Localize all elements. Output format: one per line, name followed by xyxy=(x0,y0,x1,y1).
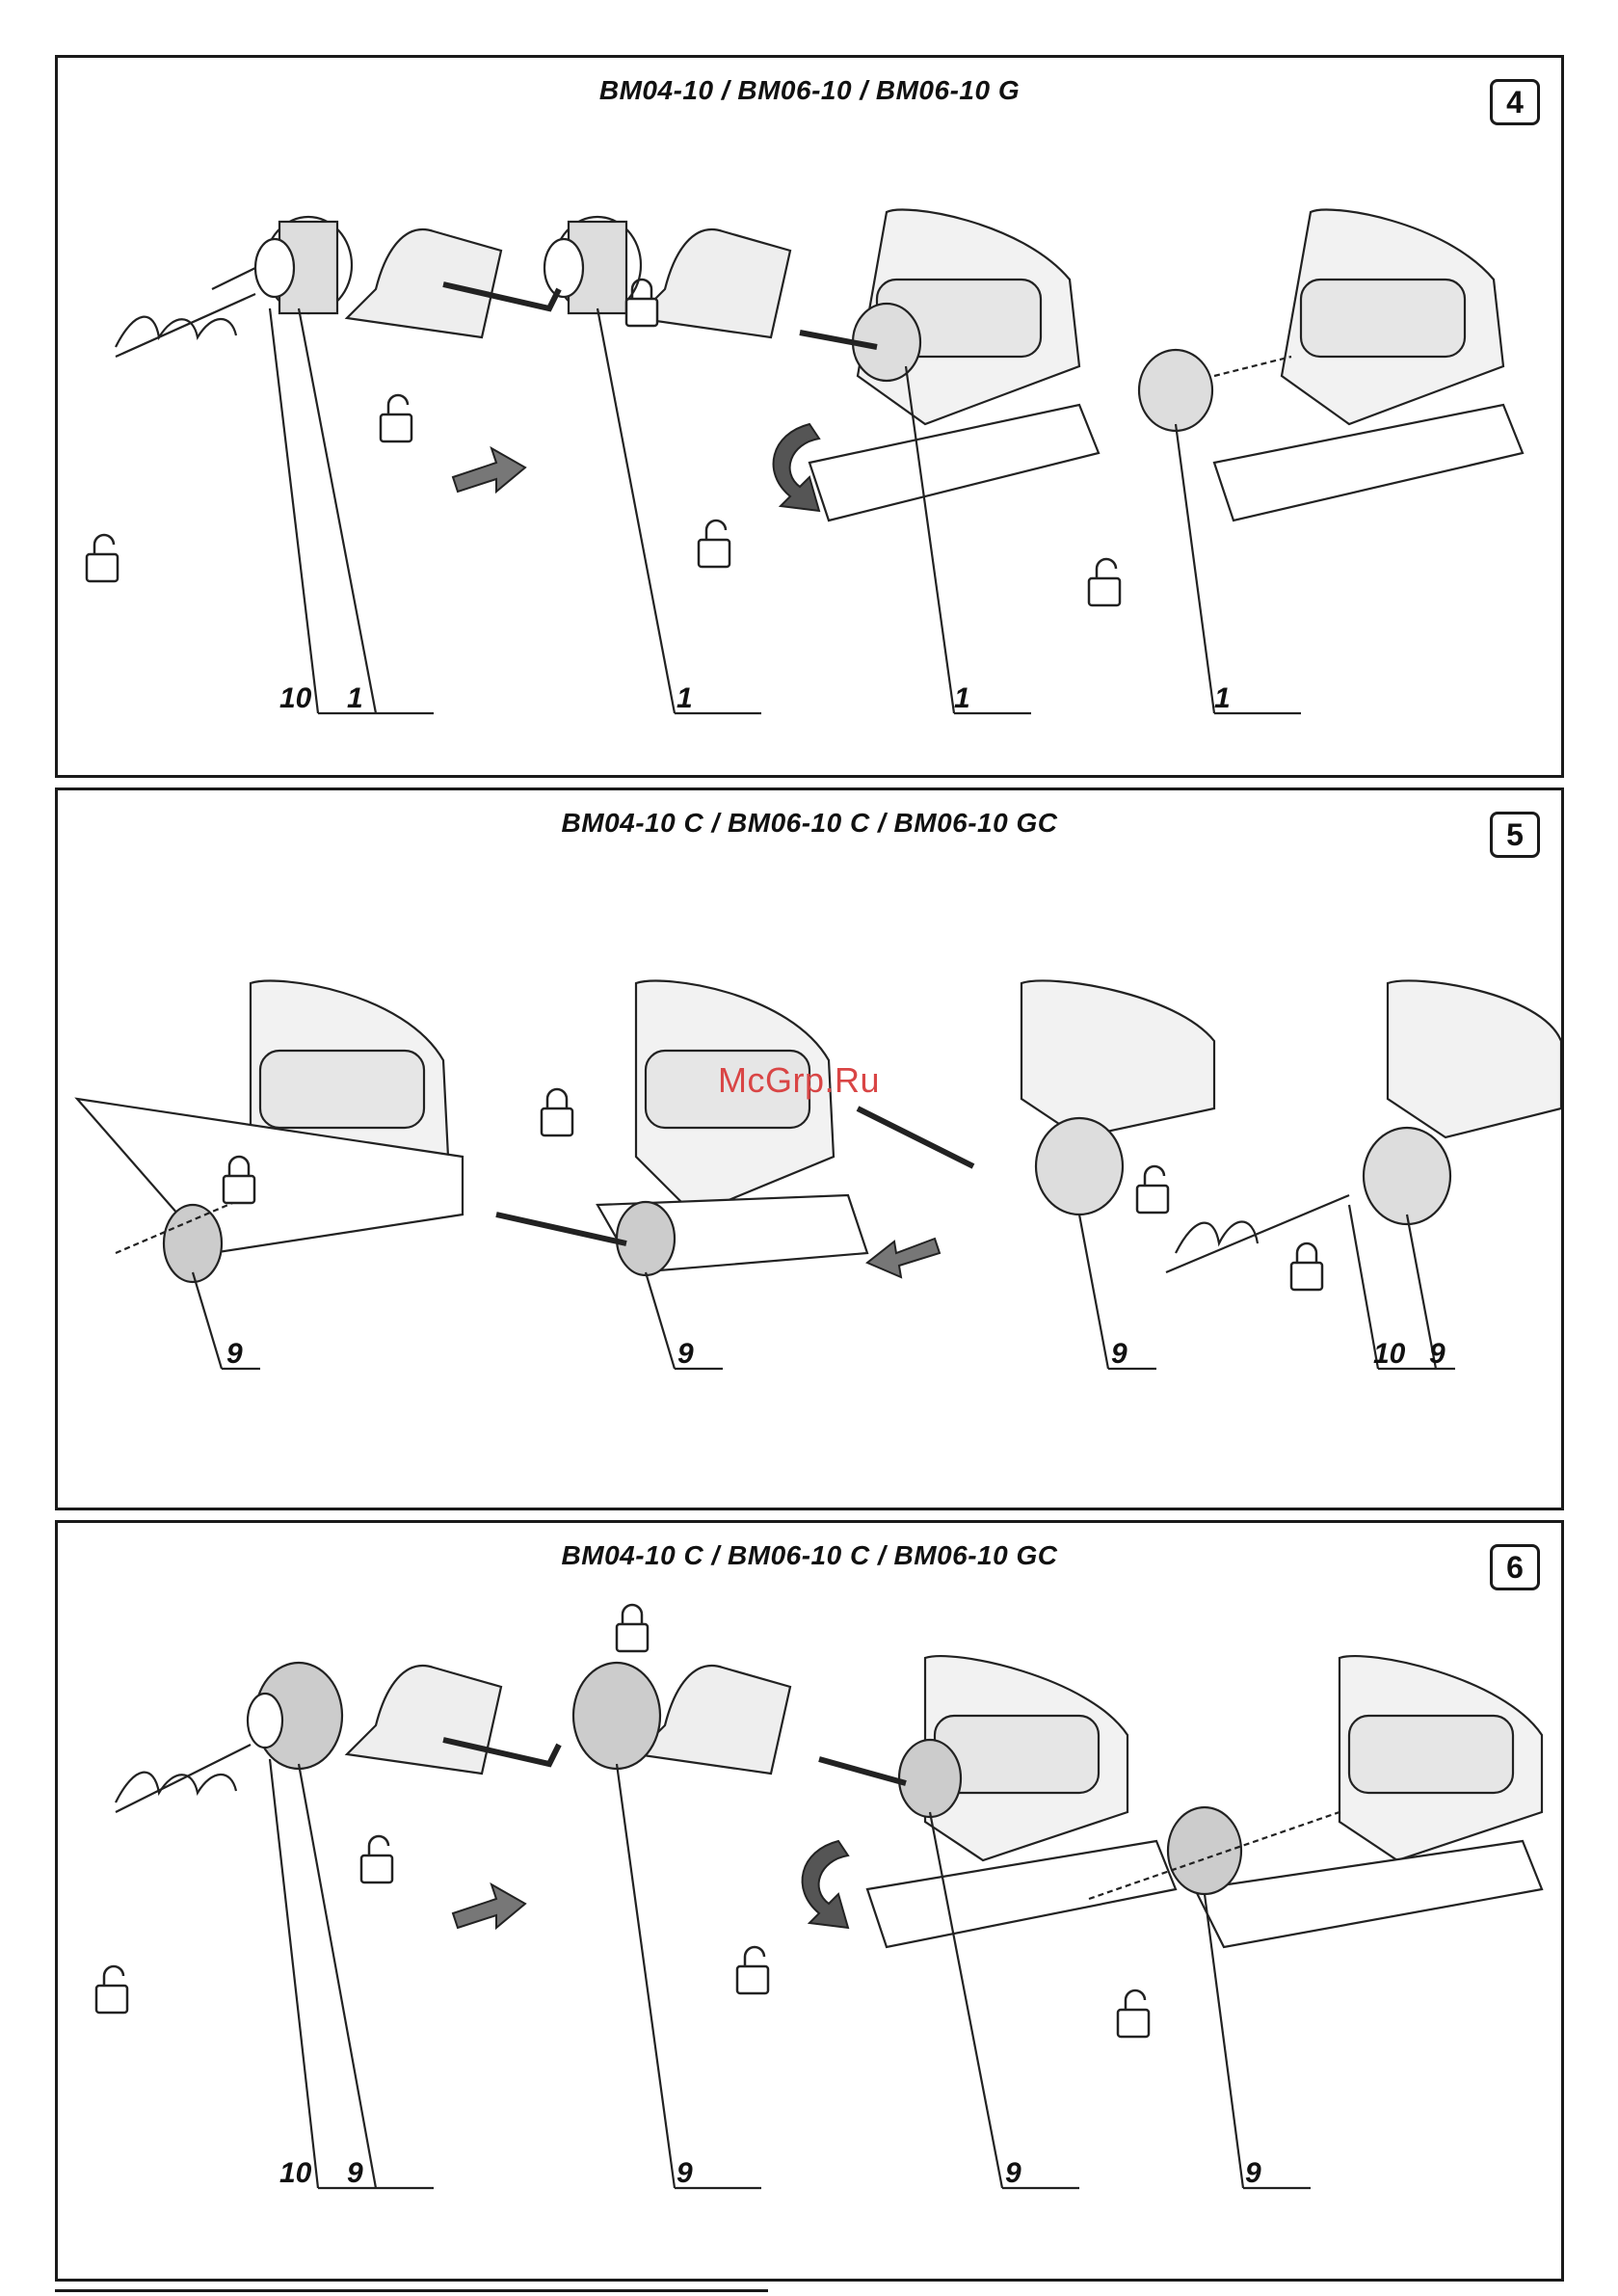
lock-open-icon xyxy=(699,521,729,567)
drill-illustration xyxy=(58,790,1561,1504)
drill-illustration xyxy=(58,58,1561,771)
figure-panel-6: BM04-10 C / BM06-10 C / BM06-10 GC 6 xyxy=(55,1520,1564,2282)
lock-open-icon xyxy=(737,1947,768,1993)
callout-label: 9 xyxy=(676,2157,693,2190)
callout-label: 10 xyxy=(279,2157,311,2190)
callout-label: 9 xyxy=(1005,2157,1021,2190)
watermark: McGrp.Ru xyxy=(718,1060,880,1101)
lock-open-icon xyxy=(1118,1990,1149,2037)
push-arrow-icon xyxy=(453,448,525,492)
rotate-arrow-icon xyxy=(803,1841,848,1928)
push-arrow-icon xyxy=(867,1239,940,1277)
footer-rule xyxy=(55,2289,768,2292)
lock-open-icon xyxy=(96,1966,127,2013)
callout-label: 9 xyxy=(347,2157,363,2190)
lock-open-icon xyxy=(361,1836,392,1882)
callout-label: 1 xyxy=(347,682,363,715)
callout-label: 9 xyxy=(1111,1338,1127,1371)
lock-open-icon xyxy=(381,395,411,441)
callout-label: 10 xyxy=(279,682,311,715)
callout-label: 9 xyxy=(677,1338,694,1371)
push-arrow-icon xyxy=(453,1884,525,1928)
callout-label: 10 xyxy=(1373,1338,1405,1371)
callout-label: 1 xyxy=(954,682,970,715)
drill-icon xyxy=(1139,210,1523,521)
lock-closed-icon xyxy=(1291,1243,1322,1290)
drill-icon xyxy=(800,210,1099,521)
lock-open-icon xyxy=(1137,1166,1168,1213)
callout-label: 9 xyxy=(226,1338,243,1371)
callout-label: 1 xyxy=(676,682,693,715)
figure-panel-4: BM04-10 / BM06-10 / BM06-10 G 4 xyxy=(55,55,1564,778)
callout-label: 1 xyxy=(1214,682,1231,715)
lock-closed-icon xyxy=(617,1605,648,1651)
lock-open-icon xyxy=(1089,559,1120,605)
lock-closed-icon xyxy=(542,1089,572,1135)
figure-panel-5: BM04-10 C / BM06-10 C / BM06-10 GC 5 xyxy=(55,788,1564,1510)
callout-label: 9 xyxy=(1429,1338,1446,1371)
lock-open-icon xyxy=(87,535,118,581)
callout-label: 9 xyxy=(1245,2157,1261,2190)
